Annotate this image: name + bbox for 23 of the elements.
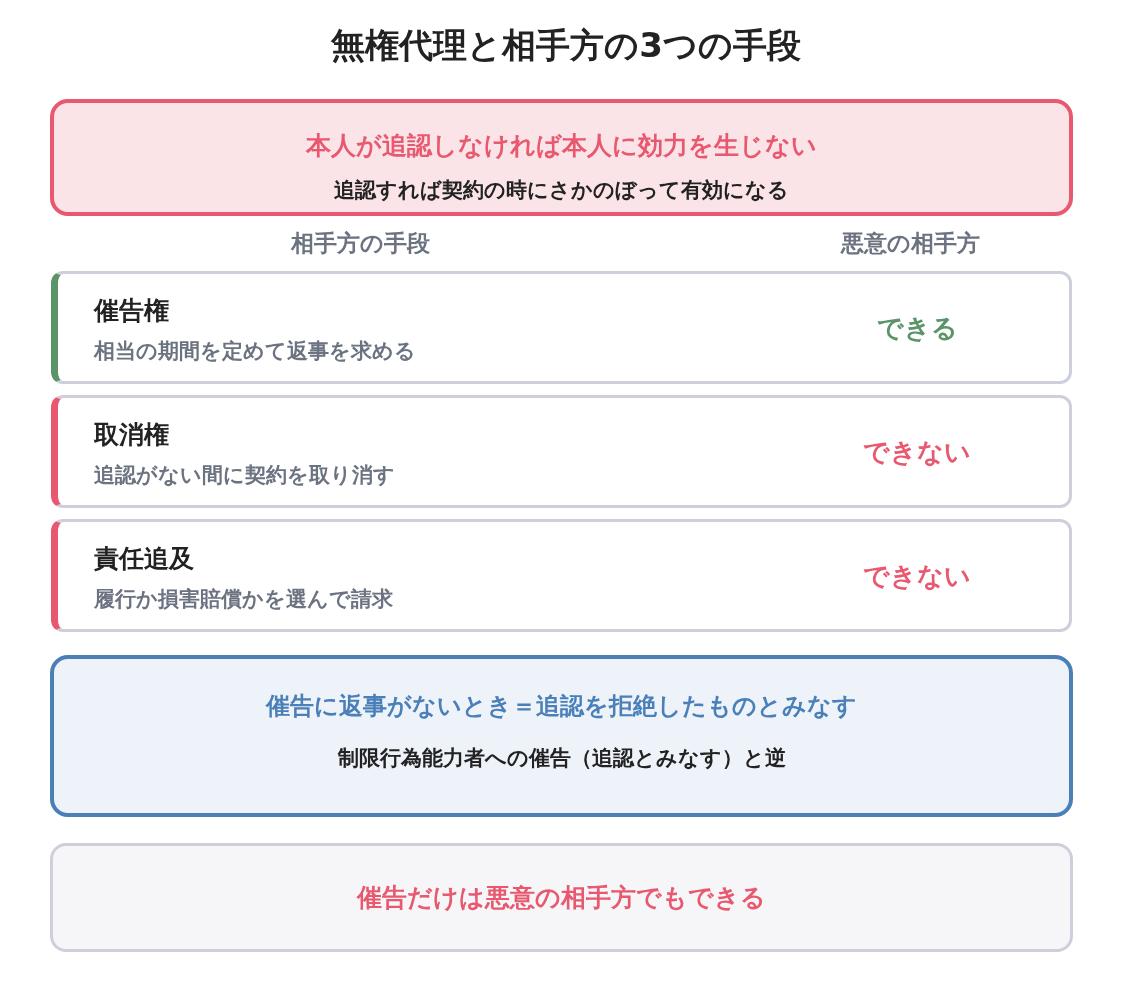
status-text: できる: [876, 311, 958, 345]
right-card: [51, 271, 1072, 384]
column-header: 悪意の相手方: [840, 229, 980, 258]
note-panel: [50, 655, 1073, 817]
right-card: [51, 519, 1072, 632]
panel-heading: 本人が追認しなければ本人に効力を生じない: [306, 130, 817, 162]
right-description: 追認がない間に契約を取り消す: [94, 462, 395, 489]
right-description: 履行か損害賠償かを選んで請求: [94, 586, 393, 613]
status-text: できない: [863, 559, 971, 593]
summary-panel: [50, 843, 1073, 952]
column-header: 相手方の手段: [290, 229, 430, 258]
summary-text: 催告だけは悪意の相手方でもできる: [357, 881, 766, 914]
right-name: 取消権: [94, 419, 169, 451]
panel-subtext: 制限行為能力者への催告（追認とみなす）と逆: [337, 745, 786, 772]
right-name: 催告権: [94, 295, 169, 327]
panel-subtext: 追認すれば契約の時にさかのぼって有効になる: [334, 177, 789, 204]
alert-panel: [50, 99, 1073, 216]
right-description: 相当の期間を定めて返事を求める: [94, 338, 416, 365]
right-card: [51, 395, 1072, 508]
panel-heading: 催告に返事がないとき＝追認を拒絶したものとみなす: [266, 691, 857, 722]
right-name: 責任追及: [94, 543, 194, 575]
status-text: できない: [863, 435, 971, 469]
diagram-title: 無権代理と相手方の3つの手段: [330, 24, 802, 67]
